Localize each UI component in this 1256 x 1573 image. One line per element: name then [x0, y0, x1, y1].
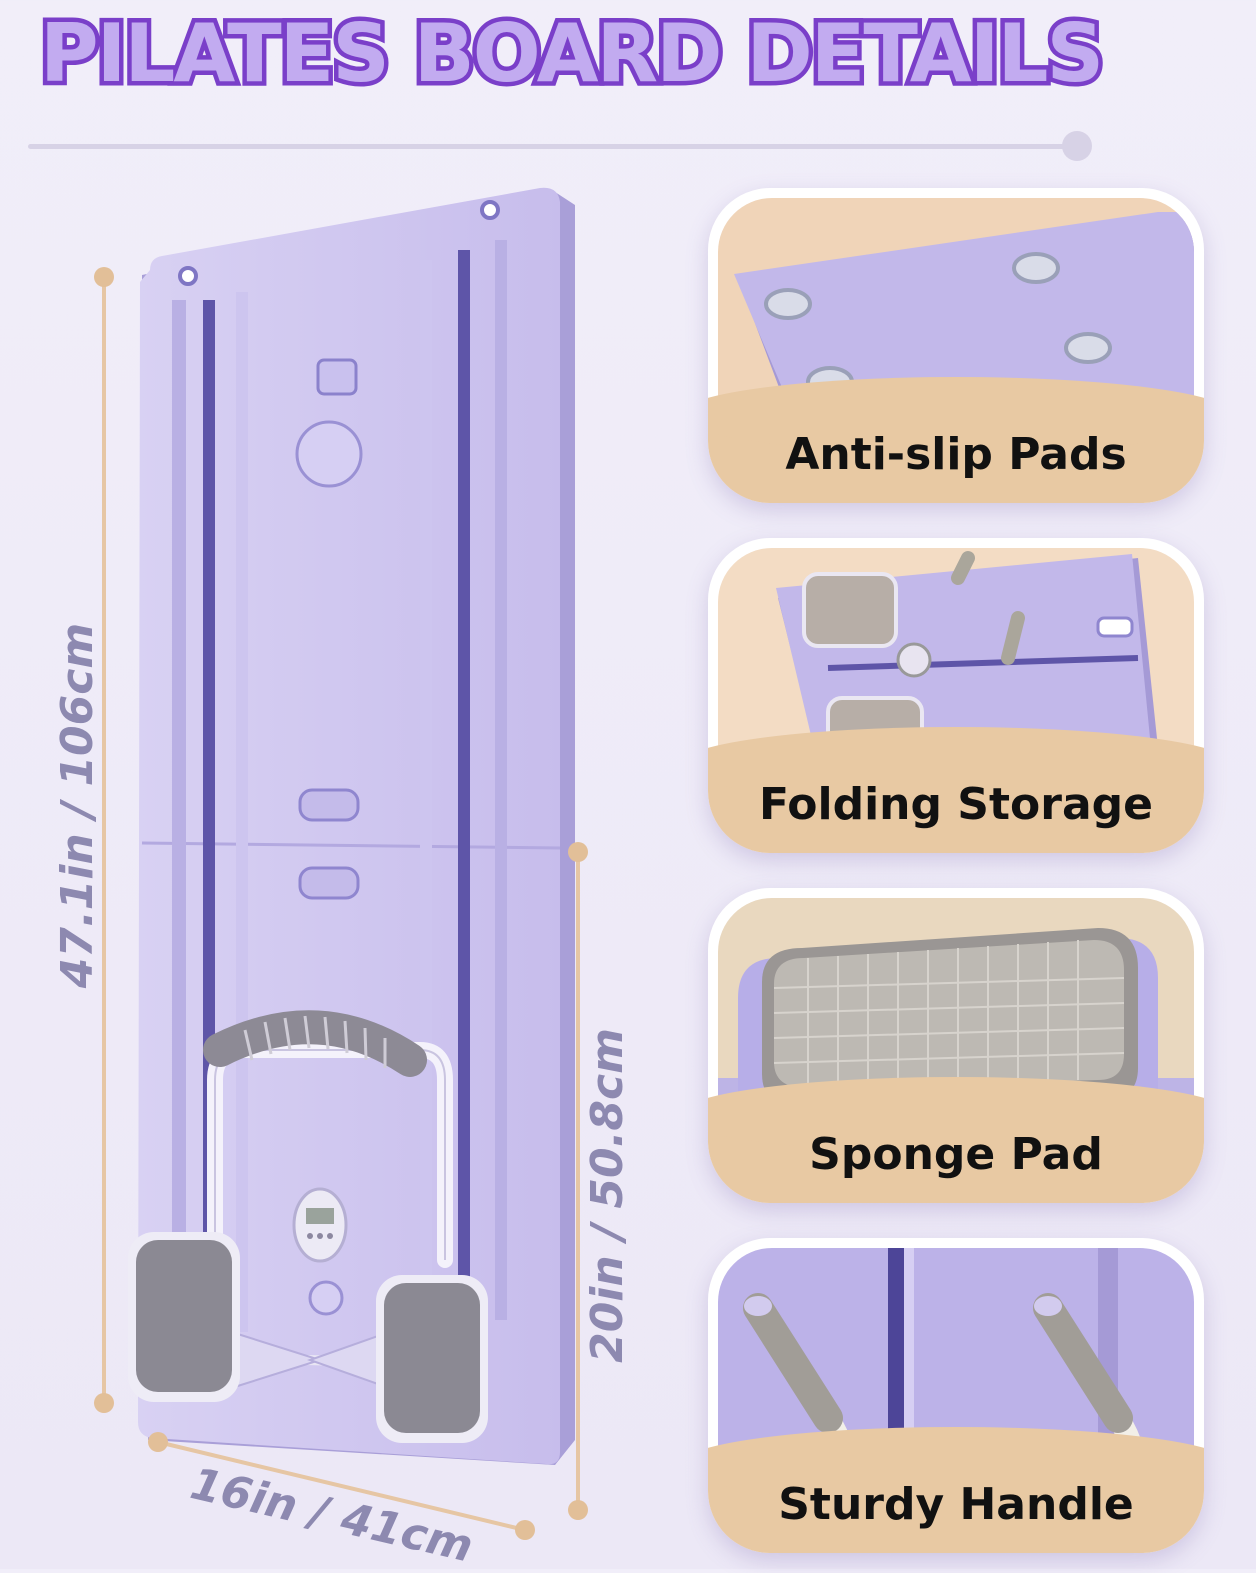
folding-storage-label: Folding Storage — [759, 779, 1153, 830]
title-divider — [28, 144, 1076, 149]
feature-card-sturdy-handle: Sturdy Handle — [708, 1238, 1204, 1553]
divider-knob — [1062, 131, 1092, 161]
sponge-pad-label: Sponge Pad — [809, 1129, 1103, 1180]
sturdy-handle-label: Sturdy Handle — [778, 1479, 1134, 1530]
anti-slip-pads-label-band: Anti-slip Pads — [708, 377, 1204, 503]
half-height-dimension-label: 20in / 50.8cm — [581, 1028, 633, 1363]
feature-card-sponge-pad: Sponge Pad — [708, 888, 1204, 1203]
anti-slip-pads-label: Anti-slip Pads — [785, 429, 1127, 480]
feature-card-folding-storage: Folding Storage — [708, 538, 1204, 853]
feature-card-anti-slip-pads: Anti-slip Pads — [708, 188, 1204, 503]
sturdy-handle-label-band: Sturdy Handle — [708, 1427, 1204, 1553]
folding-storage-label-band: Folding Storage — [708, 727, 1204, 853]
pilates-board-illustration — [94, 187, 588, 1540]
sponge-pad-label-band: Sponge Pad — [708, 1077, 1204, 1203]
height-dimension-label: 47.1in / 106cm — [52, 622, 104, 989]
page-title: PILATES BOARD DETAILS — [35, 7, 1108, 100]
